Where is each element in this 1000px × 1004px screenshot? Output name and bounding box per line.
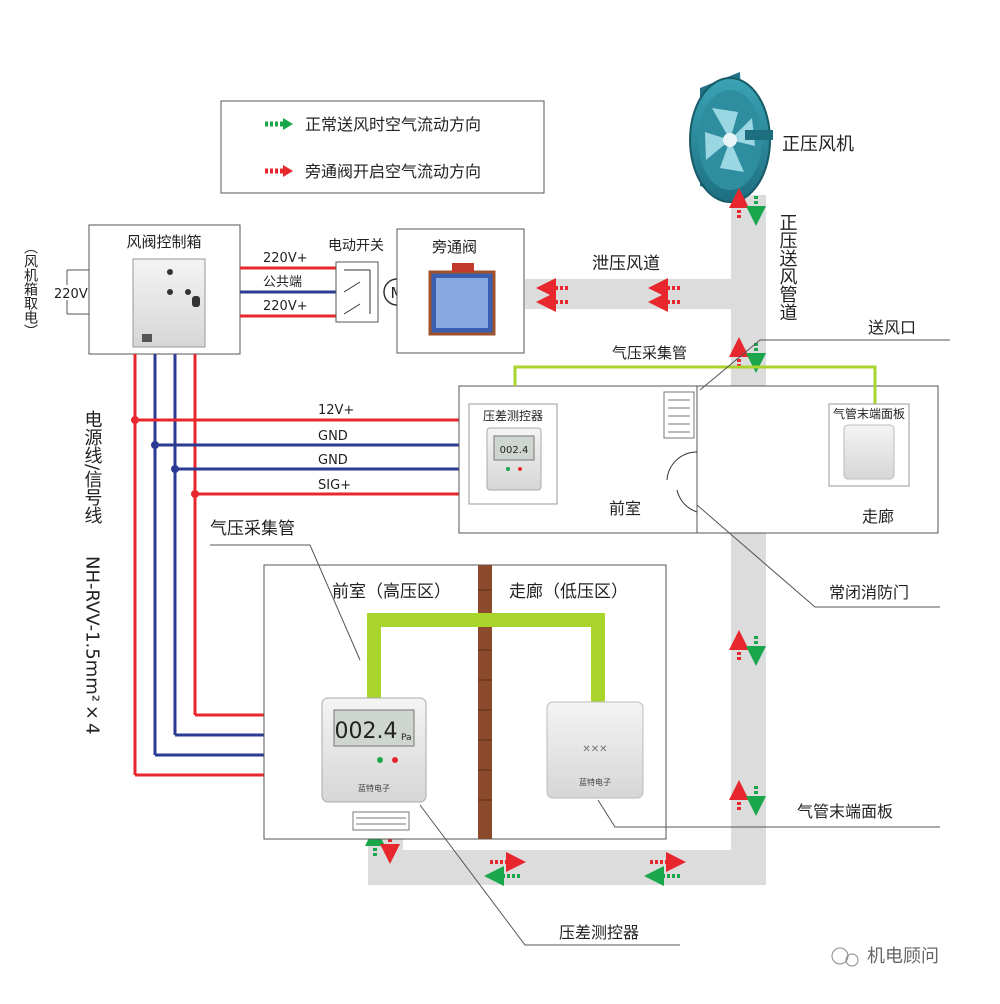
positive-pressure-fan bbox=[689, 72, 773, 203]
terminal-panel-upper: 气管末端面板 bbox=[828, 403, 910, 487]
controller-upper: 压差测控器 002.4 bbox=[468, 403, 558, 505]
power-bracket bbox=[66, 269, 89, 315]
power-voltage: 220V bbox=[54, 287, 88, 302]
signal-12v: 12V+ bbox=[318, 403, 354, 418]
signal-gnd-2: GND bbox=[318, 453, 348, 468]
watermark-text: 机电顾问 bbox=[867, 946, 939, 967]
terminal-panel-lower: ✕✕✕ 蓝特电子 bbox=[546, 701, 644, 799]
cable-spec: NH-RVV-1.5mm²×4 bbox=[82, 556, 103, 734]
watermark: 机电顾问 bbox=[831, 946, 939, 967]
lower-detail: 前室（高压区） 走廊（低压区） 气压采集管 002.4 Pa 蓝特电子 ✕✕✕ … bbox=[210, 519, 940, 946]
control-box-title: 风阀控制箱 bbox=[126, 233, 201, 251]
legend-bypass-flow: 旁通阀开启空气流动方向 bbox=[305, 162, 481, 181]
fan-label: 正压风机 bbox=[782, 134, 854, 155]
legend-normal-flow: 正常送风时空气流动方向 bbox=[305, 115, 481, 134]
wire-l2-label: 220V+ bbox=[263, 299, 308, 314]
lower-display: 002.4 bbox=[335, 719, 398, 744]
controller-brand: 蓝特电子 bbox=[358, 783, 390, 793]
supply-outlet-label: 送风口 bbox=[868, 318, 916, 337]
lower-unit: Pa bbox=[401, 733, 412, 743]
terminal-panel-upper-label: 气管末端面板 bbox=[833, 406, 905, 421]
control-box: 风阀控制箱 bbox=[88, 224, 241, 355]
vent-icon: ✕✕✕ bbox=[582, 744, 607, 755]
upper-floor-plan: 气压采集管 送风口 压差测控器 002.4 气管末端面板 前室 bbox=[458, 318, 950, 608]
bypass-valve: 旁通阀 bbox=[396, 228, 525, 354]
cable-runs bbox=[131, 354, 470, 777]
supply-duct-label: 正压送风管道 bbox=[777, 213, 798, 321]
lower-front-room-label: 前室（高压区） bbox=[332, 582, 451, 602]
controller-upper-label: 压差测控器 bbox=[483, 409, 543, 423]
lower-controller-label: 压差测控器 bbox=[559, 923, 639, 942]
power-source-label: （风机箱取电） bbox=[22, 240, 38, 338]
signal-gnd-1: GND bbox=[318, 429, 348, 444]
relief-duct bbox=[525, 279, 766, 309]
corridor-label: 走廊 bbox=[862, 507, 894, 526]
wire-l1-label: 220V+ bbox=[263, 251, 308, 266]
lower-grille bbox=[352, 811, 410, 831]
upper-pressure-tube-label: 气压采集管 bbox=[612, 344, 687, 362]
front-room-label: 前室 bbox=[609, 499, 641, 518]
cable-label: 电源线/信号线 bbox=[82, 410, 103, 524]
bypass-valve-label: 旁通阀 bbox=[432, 238, 477, 256]
supply-outlet-grille bbox=[663, 391, 695, 439]
signal-sig: SIG+ bbox=[318, 478, 351, 493]
electric-switch bbox=[335, 261, 379, 323]
upper-display: 002.4 bbox=[500, 445, 529, 456]
fire-door-label: 常闭消防门 bbox=[829, 583, 909, 602]
legend-green-arrow bbox=[265, 118, 293, 130]
lower-pressure-tube-label: 气压采集管 bbox=[210, 519, 295, 539]
panel-brand: 蓝特电子 bbox=[579, 777, 611, 787]
power-wires bbox=[240, 266, 336, 318]
wire-common-label: 公共端 bbox=[263, 275, 302, 290]
legend-red-arrow bbox=[265, 165, 293, 177]
lower-corridor-label: 走廊（低压区） bbox=[509, 582, 628, 602]
fire-door-upper bbox=[666, 451, 698, 513]
legend: 正常送风时空气流动方向 旁通阀开启空气流动方向 bbox=[220, 100, 545, 194]
relief-duct-label: 泄压风道 bbox=[592, 254, 660, 274]
controller-lower: 002.4 Pa 蓝特电子 bbox=[321, 697, 427, 803]
switch-label: 电动开关 bbox=[328, 238, 384, 254]
lower-terminal-panel-label: 气管末端面板 bbox=[797, 802, 893, 821]
